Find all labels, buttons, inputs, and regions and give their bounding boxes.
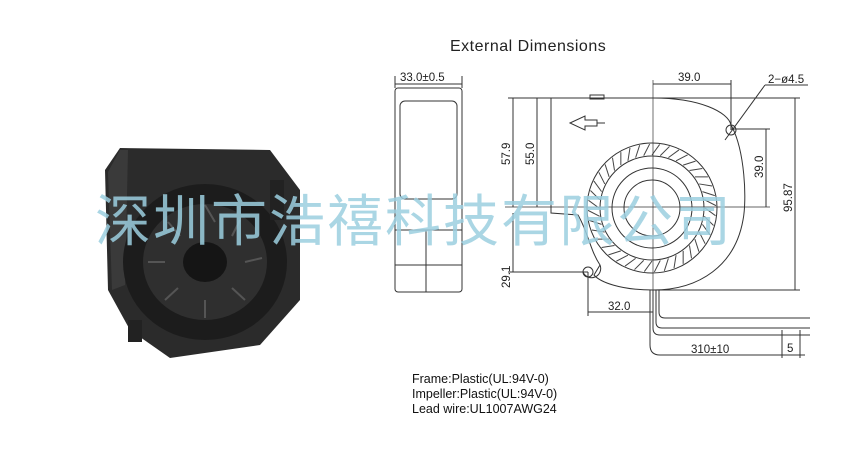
impeller-blade: [675, 154, 688, 162]
dim-hole-spacing-h: 32.0: [608, 301, 630, 313]
impeller-blade: [702, 191, 715, 197]
impeller-blade: [643, 143, 651, 156]
spec-frame: Frame:Plastic(UL:94V-0): [412, 372, 549, 386]
impeller-blade: [704, 199, 717, 207]
impeller-blade: [668, 149, 680, 158]
dim-hole-spacing-v: 39.0: [754, 156, 766, 178]
impeller-blade: [704, 207, 716, 217]
impeller-blade: [663, 258, 669, 271]
dim-top-offset: 39.0: [678, 72, 700, 84]
dim-height-55: 55.0: [525, 143, 537, 165]
dim-width-side: 33.0±0.5: [400, 72, 445, 84]
blower-fan-photo: [105, 148, 300, 358]
dim-height-57: 57.9: [501, 143, 513, 165]
side-view: [394, 76, 463, 293]
dim-lower: 29.1: [501, 266, 513, 288]
impeller-blade: [682, 160, 696, 166]
watermark: 深圳市浩禧科技有限公司: [95, 190, 733, 255]
dim-total-height: 95.87: [783, 183, 795, 212]
impeller-blade: [699, 183, 713, 187]
impeller-blade: [643, 260, 653, 272]
impeller-blade: [702, 224, 711, 236]
impeller-blade: [601, 244, 615, 249]
impeller-blade: [688, 245, 693, 259]
spec-lead-wire: Lead wire:UL1007AWG24: [412, 402, 557, 416]
front-view: [505, 80, 810, 358]
impeller-blade: [659, 146, 670, 157]
dim-wire-strip: 5: [787, 343, 793, 355]
impeller-blade: [703, 215, 714, 226]
dim-wire-length: 310±10: [691, 344, 729, 356]
impeller-blade: [635, 145, 641, 158]
impeller-blade: [587, 209, 600, 217]
impeller-blade: [616, 254, 629, 262]
impeller-blade: [694, 238, 700, 252]
impeller-blade: [627, 147, 631, 161]
impeller-blade: [598, 172, 606, 185]
impeller-blade: [634, 259, 645, 270]
impeller-blade: [611, 157, 616, 171]
impeller-blade: [673, 255, 677, 269]
impeller-blade: [589, 219, 602, 225]
impeller-blade: [591, 229, 605, 233]
spec-impeller: Impeller:Plastic(UL:94V-0): [412, 387, 558, 401]
drawing-title: External Dimensions: [450, 38, 607, 55]
impeller-blade: [604, 164, 610, 178]
impeller-blade: [698, 231, 706, 244]
impeller-blade: [590, 190, 601, 201]
impeller-blade: [624, 258, 636, 267]
impeller-blade: [593, 180, 602, 192]
impeller-blade: [653, 260, 661, 273]
impeller-blade: [608, 250, 622, 256]
impeller-blade: [689, 167, 703, 172]
dim-holes: 2−ø4.5: [768, 74, 804, 86]
